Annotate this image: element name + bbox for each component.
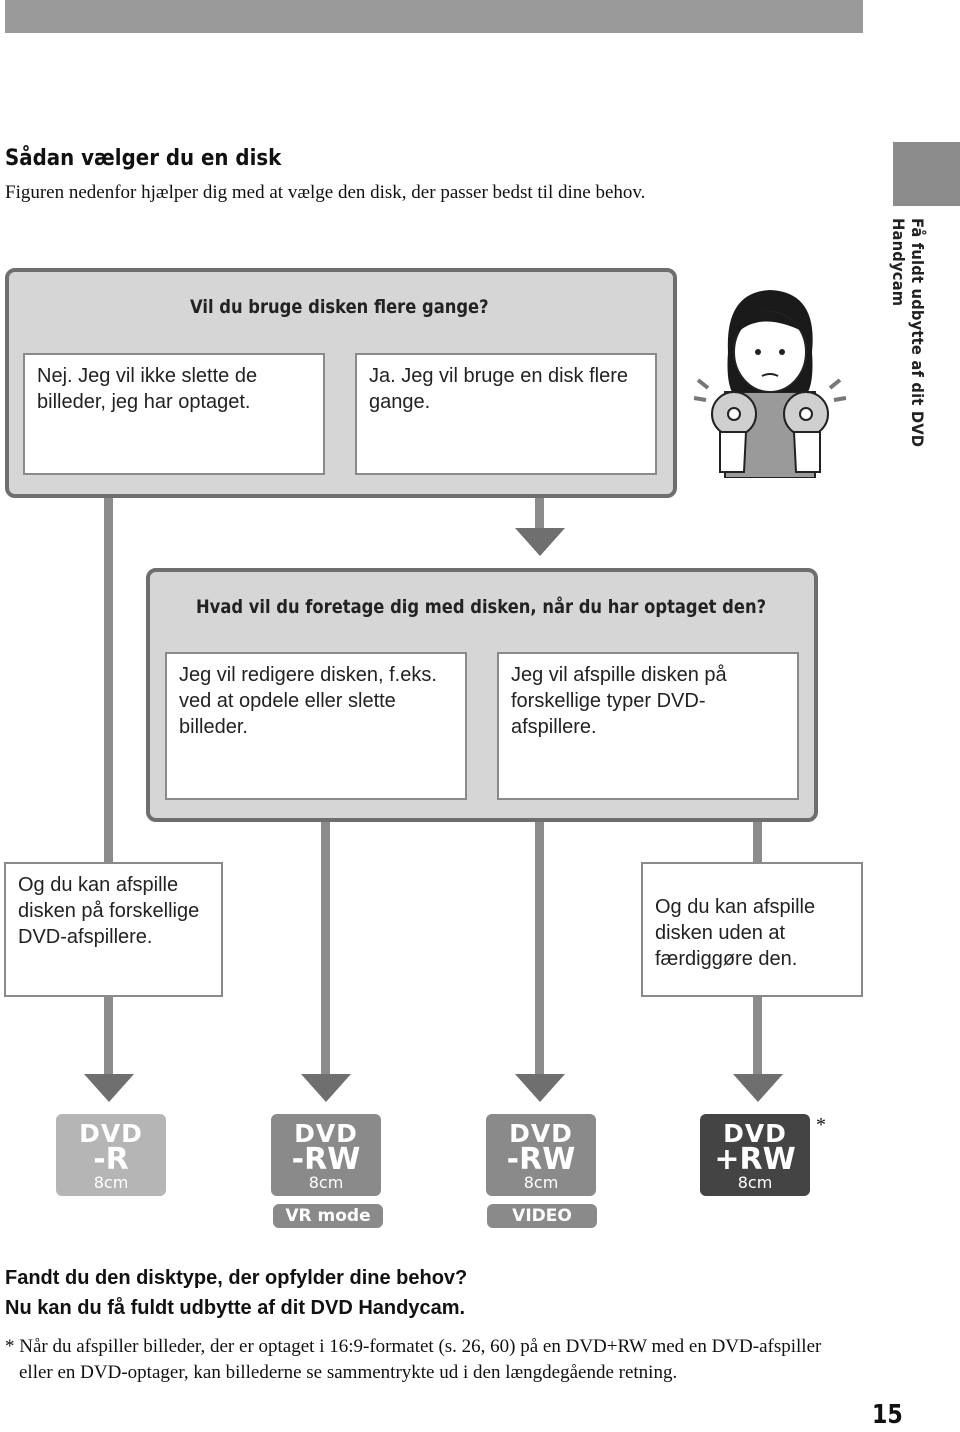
- flow-line-edit: [321, 796, 330, 1076]
- found-answer: Nu kan du få fuldt udbytte af dit DVD Ha…: [5, 1293, 467, 1323]
- disc-badge-dvd-plus-rw: DVD +RW 8cm: [700, 1114, 810, 1196]
- arrow-down-icon: [84, 1074, 134, 1102]
- mode-label-vr: VR mode: [273, 1204, 383, 1228]
- woman-holding-discs-illustration: [690, 282, 850, 478]
- arrow-down-icon: [733, 1074, 783, 1102]
- mode-label-video: VIDEO mode: [487, 1204, 597, 1228]
- disc-line2: -R: [56, 1146, 166, 1174]
- option-yes-box: Ja. Jeg vil bruge en disk flere gange.: [355, 353, 657, 475]
- disc-badge-dvd-rw-vr: DVD -RW 8cm: [271, 1114, 381, 1196]
- disc-size: 8cm: [271, 1174, 381, 1192]
- side-tab-block: [893, 142, 960, 206]
- disc-line2: +RW: [700, 1146, 810, 1174]
- page-number: 15: [872, 1400, 903, 1430]
- question2-title: Hvad vil du foretage dig med disken, når…: [196, 596, 766, 618]
- option-play-box: Jeg vil afspille disken på forskellige t…: [497, 652, 799, 800]
- disc-size: 8cm: [56, 1174, 166, 1192]
- top-bar: [5, 0, 863, 33]
- footnote: * Når du afspiller billeder, der er opta…: [5, 1334, 839, 1386]
- asterisk-marker: *: [816, 1114, 826, 1137]
- flow-line-play: [535, 796, 544, 1076]
- arrow-down-icon: [301, 1074, 351, 1102]
- found-text: Fandt du den disktype, der opfylder dine…: [5, 1263, 467, 1323]
- disc-line2: -RW: [271, 1146, 381, 1174]
- result-left-box: Og du kan afspille disken på forskellige…: [4, 862, 223, 997]
- arrow-down-icon: [515, 528, 565, 556]
- option-edit-box: Jeg vil redigere disken, f.eks. ved at o…: [165, 652, 467, 800]
- question1-title: Vil du bruge disken flere gange?: [190, 296, 489, 318]
- disc-badge-dvd-r: DVD -R 8cm: [56, 1114, 166, 1196]
- found-question: Fandt du den disktype, der opfylder dine…: [5, 1263, 467, 1293]
- side-tab-text: Få fuldt udbytte af dit DVD Handycam: [897, 218, 927, 540]
- intro-text: Figuren nedenfor hjælper dig med at vælg…: [5, 182, 645, 204]
- result-right-box: Og du kan afspille disken uden at færdig…: [641, 862, 863, 997]
- arrow-down-icon: [515, 1074, 565, 1102]
- option-no-box: Nej. Jeg vil ikke slette de billeder, je…: [23, 353, 325, 475]
- disc-size: 8cm: [486, 1174, 596, 1192]
- disc-line2: -RW: [486, 1146, 596, 1174]
- disc-badge-dvd-rw-video: DVD -RW 8cm: [486, 1114, 596, 1196]
- page-heading: Sådan vælger du en disk: [5, 146, 281, 171]
